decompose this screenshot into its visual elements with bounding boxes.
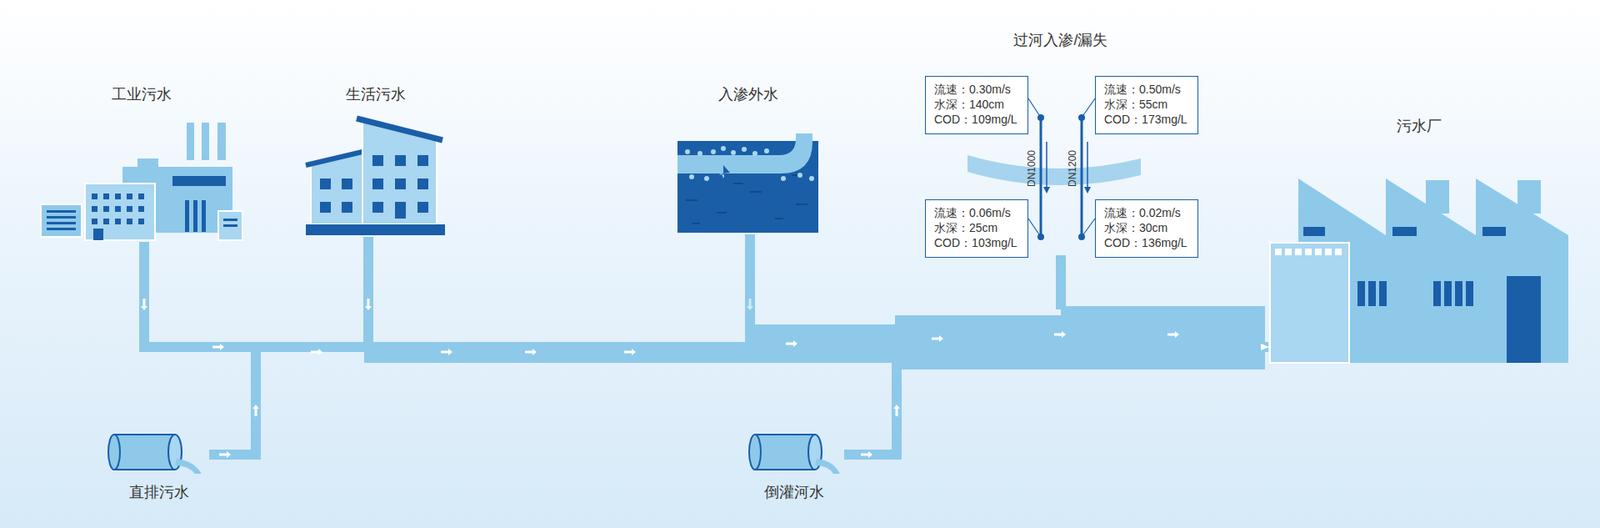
- factory-node: 工业污水: [37, 83, 246, 242]
- measurement-text: 水深：140cm: [934, 96, 1020, 112]
- measurement-text: 水深：55cm: [1104, 96, 1190, 112]
- sewer-pipe: [844, 346, 1269, 455]
- measurement-callout: 流速：0.30m/s水深：140cmCOD：109mg/L: [925, 75, 1029, 135]
- measurement-text: COD：136mg/L: [1104, 235, 1190, 250]
- infiltration-icon: [677, 133, 819, 233]
- leader-line: [1028, 98, 1095, 237]
- residential-node: 生活污水: [304, 83, 448, 237]
- building-icon: [305, 118, 445, 235]
- measurement-text: 水深：30cm: [1104, 220, 1190, 235]
- measurement-text: COD：173mg/L: [1104, 111, 1190, 127]
- backflow-pipe-icon: [749, 434, 840, 474]
- pipe-diameter: DN1200: [1066, 150, 1079, 187]
- measurement-text: 流速：0.06m/s: [934, 205, 1020, 220]
- crossing-pipes: [1037, 114, 1091, 240]
- infiltration-node: 入渗外水: [675, 83, 820, 235]
- node-label: 入渗外水: [718, 83, 779, 105]
- measurement-text: COD：109mg/L: [934, 111, 1020, 127]
- measurement-text: 流速：0.02m/s: [1104, 205, 1190, 220]
- trunk-pipe: [139, 255, 1265, 370]
- plant-icon: [1270, 178, 1569, 363]
- node-label: 直排污水: [129, 480, 190, 503]
- measurement-text: 流速：0.30m/s: [934, 81, 1020, 97]
- factory-icon: [40, 122, 243, 240]
- node-label: 生活污水: [345, 83, 406, 105]
- node-label: 污水厂: [1396, 115, 1442, 137]
- node-label: 工业污水: [111, 83, 172, 105]
- measurement-callout: 流速：0.06m/s水深：25cmCOD：103mg/L: [925, 199, 1029, 258]
- backflow-node: 倒灌河水: [744, 429, 845, 503]
- measurement-text: 水深：25cm: [934, 220, 1020, 235]
- node-label: 倒灌河水: [764, 480, 825, 503]
- measurement-callout: 流速：0.02m/s水深：30cmCOD：136mg/L: [1095, 199, 1199, 258]
- section-title: 过河入渗/漏失: [1013, 31, 1108, 50]
- outfall-pipe-icon: [108, 434, 202, 474]
- pipe-diameter: DN1000: [1025, 150, 1038, 187]
- measurement-callout: 流速：0.50m/s水深：55cmCOD：173mg/L: [1095, 75, 1199, 135]
- sewer-pipe: [209, 346, 1269, 455]
- measurement-text: COD：103mg/L: [934, 235, 1020, 250]
- outfall-node: 直排污水: [109, 429, 210, 503]
- river-band: [967, 155, 1141, 185]
- plant-node: 污水厂: [1268, 115, 1570, 365]
- measurement-text: 流速：0.50m/s: [1104, 81, 1190, 97]
